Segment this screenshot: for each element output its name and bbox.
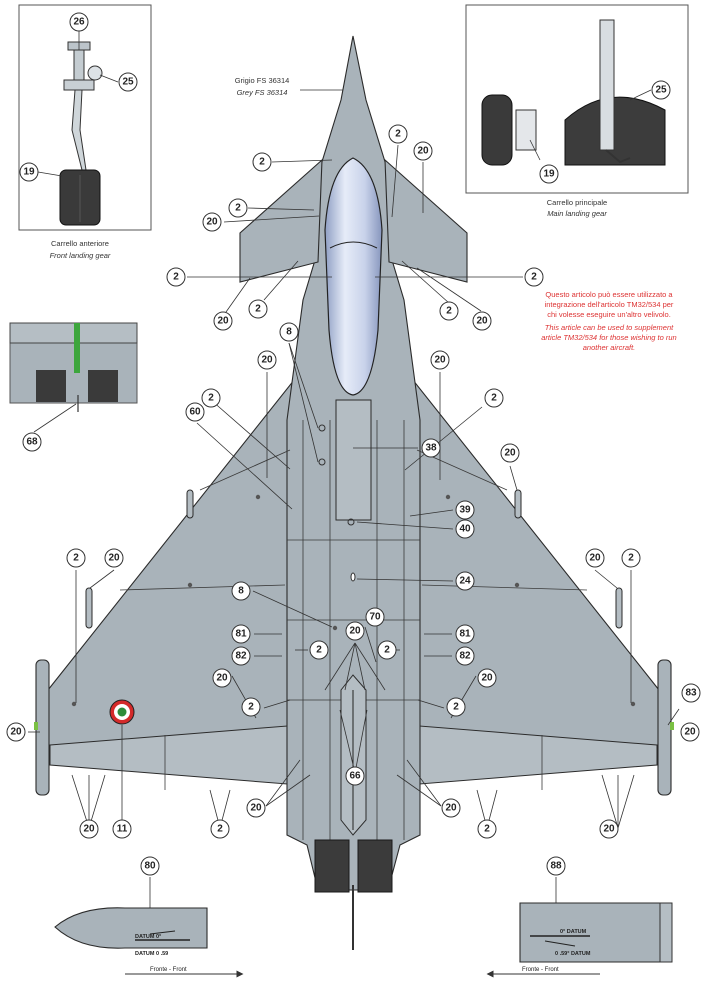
callout-80: 80: [140, 856, 160, 876]
svg-text:2: 2: [259, 157, 265, 168]
svg-text:20: 20: [417, 146, 429, 157]
svg-text:19: 19: [543, 169, 555, 180]
svg-text:2: 2: [628, 553, 634, 564]
svg-text:70: 70: [369, 612, 381, 623]
svg-text:chi volesse eseguire un'altro: chi volesse eseguire un'altro velivolo.: [547, 310, 671, 319]
tail-detail-inset: [9, 322, 138, 412]
svg-text:82: 82: [459, 651, 471, 662]
svg-text:2: 2: [384, 645, 390, 656]
svg-text:20: 20: [349, 626, 361, 637]
svg-text:2: 2: [217, 824, 223, 835]
callout-26: 26: [69, 12, 89, 32]
svg-text:20: 20: [216, 673, 228, 684]
svg-text:2: 2: [446, 306, 452, 317]
svg-text:2: 2: [316, 645, 322, 656]
svg-text:20: 20: [684, 727, 696, 738]
svg-text:81: 81: [235, 629, 247, 640]
main-gear-caption-it: Carrello principale: [547, 198, 607, 207]
svg-text:8: 8: [238, 586, 244, 597]
svg-text:article TM32/534 for those wis: article TM32/534 for those wishing to ru…: [541, 333, 676, 342]
svg-text:2: 2: [255, 304, 261, 315]
svg-text:66: 66: [349, 771, 361, 782]
svg-text:2: 2: [208, 393, 214, 404]
svg-text:20: 20: [206, 217, 218, 228]
svg-text:20: 20: [261, 355, 273, 366]
svg-text:another aircraft.: another aircraft.: [583, 343, 636, 352]
svg-text:2: 2: [395, 129, 401, 140]
callout-markers: 26 25 19 25 19 68 2 2 20 2 20 2 2 20 2 2…: [6, 12, 701, 876]
callout-88: 88: [546, 856, 566, 876]
svg-text:81: 81: [459, 629, 471, 640]
probe-left-datum-bottom: DATUM 0 .59: [135, 951, 168, 957]
svg-text:26: 26: [73, 17, 85, 28]
svg-text:20: 20: [481, 673, 493, 684]
svg-text:2: 2: [491, 393, 497, 404]
svg-text:integrazione dell'articolo TM3: integrazione dell'articolo TM32/534 per: [545, 300, 674, 309]
front-gear-caption-it: Carrello anteriore: [51, 239, 109, 248]
svg-text:2: 2: [531, 272, 537, 283]
svg-text:20: 20: [250, 803, 262, 814]
svg-text:82: 82: [235, 651, 247, 662]
main-gear-caption-en: Main landing gear: [547, 209, 607, 218]
svg-text:20: 20: [589, 553, 601, 564]
probe-right-datum-top: 0° DATUM: [560, 929, 587, 935]
svg-text:2: 2: [235, 203, 241, 214]
callout-19-main: 19: [539, 164, 559, 184]
svg-text:20: 20: [217, 316, 229, 327]
svg-text:83: 83: [685, 688, 697, 699]
svg-text:24: 24: [459, 576, 471, 587]
colour-label-en: Grey FS 36314: [237, 88, 288, 97]
probe-right-datum-bottom: 0 .59° DATUM: [555, 951, 591, 957]
svg-text:60: 60: [189, 407, 201, 418]
leader-lines: [28, 144, 680, 940]
callout-68: 68: [22, 432, 42, 452]
svg-text:38: 38: [425, 443, 437, 454]
probe-right-arrow-label: Fronte - Front: [522, 967, 559, 973]
svg-text:19: 19: [23, 167, 35, 178]
svg-text:20: 20: [108, 553, 120, 564]
colour-label-it: Grigio FS 36314: [235, 76, 290, 85]
svg-text:20: 20: [10, 727, 22, 738]
main-gear-inset: Carrello principale Main landing gear: [465, 4, 689, 218]
svg-text:Questo articolo può essere uti: Questo articolo può essere utilizzato a: [545, 290, 673, 299]
svg-text:2: 2: [73, 553, 79, 564]
probe-right-detail: 0° DATUM 0 .59° DATUM Fronte - Front: [486, 902, 673, 978]
probe-left-detail: DATUM 0° DATUM 0 .59 Fronte - Front: [54, 907, 244, 978]
front-gear-inset: Carrello anteriore Front landing gear: [18, 4, 152, 260]
usage-note: Questo articolo può essere utilizzato a …: [541, 290, 676, 352]
svg-text:2: 2: [173, 272, 179, 283]
svg-text:80: 80: [144, 861, 156, 872]
callout-25-main: 25: [651, 80, 671, 100]
front-gear-caption-en: Front landing gear: [50, 251, 111, 260]
callout-19-front: 19: [19, 162, 39, 182]
svg-text:25: 25: [655, 85, 667, 96]
svg-text:2: 2: [484, 824, 490, 835]
svg-text:2: 2: [248, 702, 254, 713]
callout-25-front: 25: [118, 72, 138, 92]
svg-text:20: 20: [603, 824, 615, 835]
svg-text:68: 68: [26, 437, 38, 448]
svg-text:20: 20: [445, 803, 457, 814]
svg-text:88: 88: [550, 861, 562, 872]
svg-text:25: 25: [122, 77, 134, 88]
svg-text:2: 2: [453, 702, 459, 713]
svg-text:40: 40: [459, 524, 471, 535]
svg-text:20: 20: [504, 448, 516, 459]
probe-left-datum-top: DATUM 0°: [135, 934, 161, 940]
svg-text:This article can be used to su: This article can be used to supplement: [545, 323, 674, 332]
svg-text:39: 39: [459, 505, 471, 516]
svg-text:20: 20: [434, 355, 446, 366]
svg-text:20: 20: [83, 824, 95, 835]
svg-text:8: 8: [286, 327, 292, 338]
svg-text:11: 11: [117, 824, 128, 835]
probe-left-arrow-label: Fronte - Front: [150, 967, 187, 973]
svg-text:20: 20: [476, 316, 488, 327]
